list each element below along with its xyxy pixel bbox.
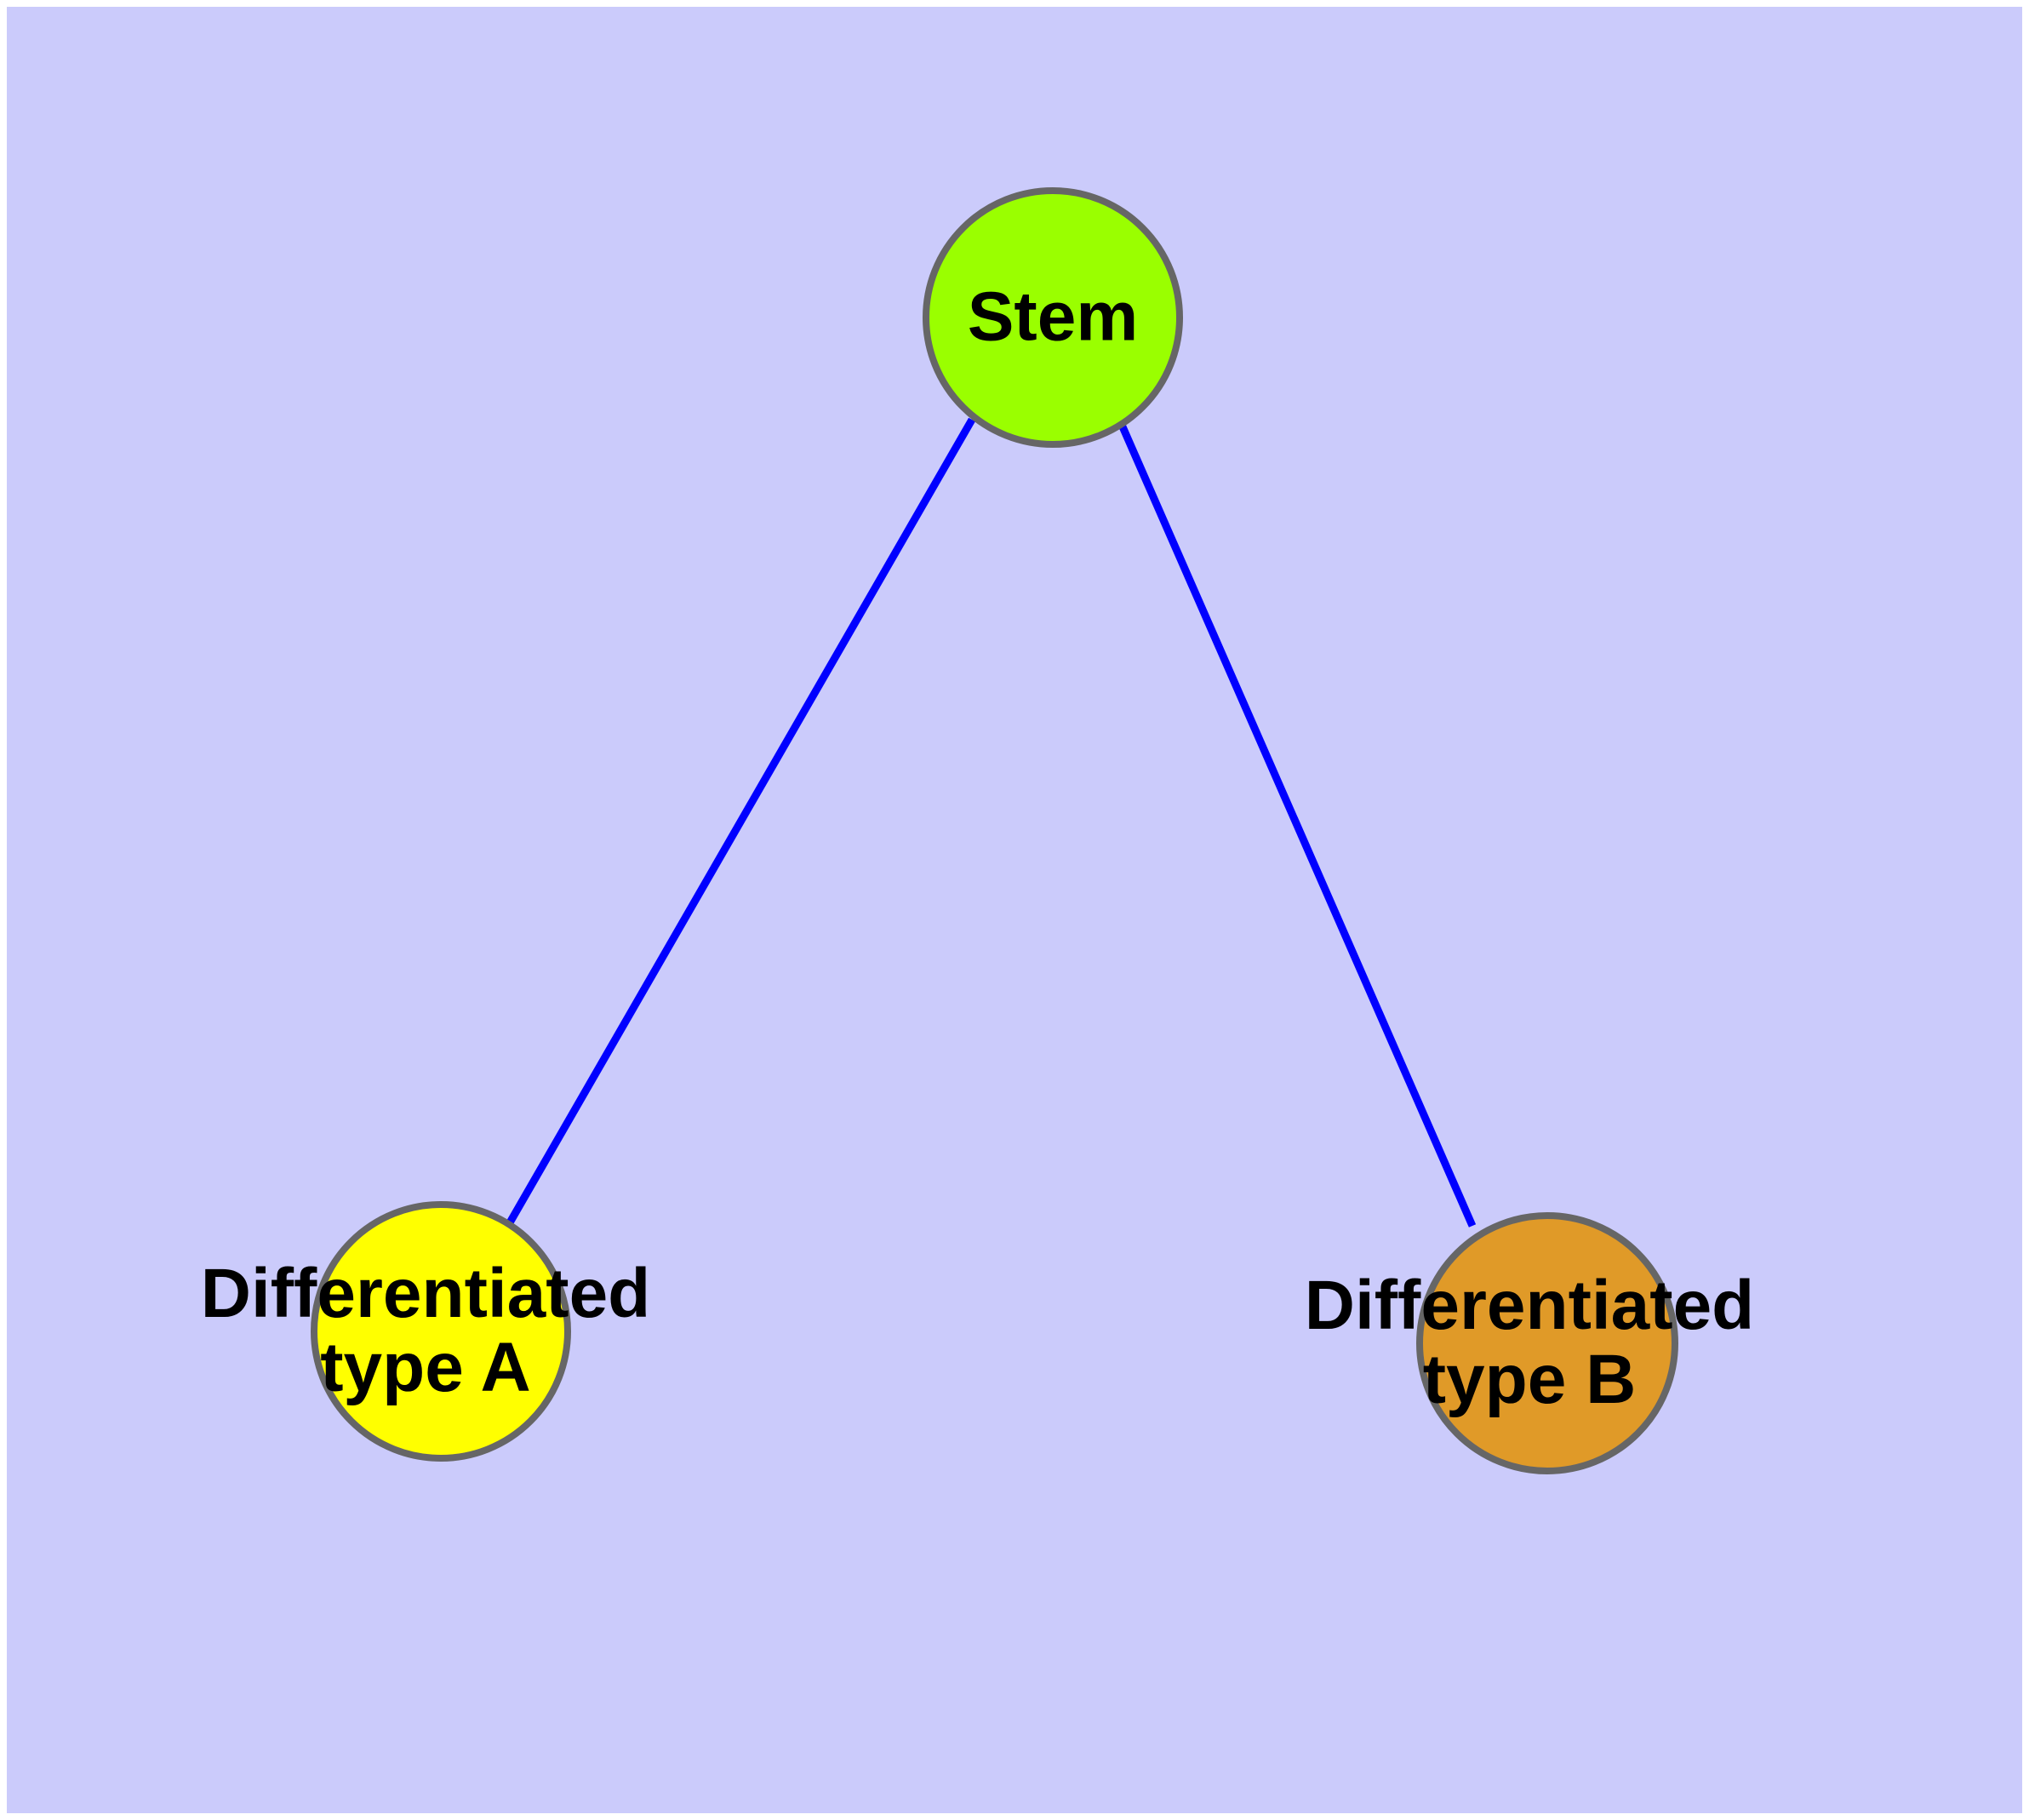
- node-layer: [311, 187, 1678, 1474]
- node-differentiated-type-a[interactable]: [311, 1201, 571, 1462]
- node-stem[interactable]: [923, 187, 1183, 448]
- edge-stem-to-differentiated-type-a: [506, 417, 975, 1227]
- edge-layer: [506, 417, 1477, 1228]
- edge-stem-to-differentiated-type-b: [1117, 423, 1477, 1228]
- node-differentiated-type-b[interactable]: [1416, 1212, 1678, 1474]
